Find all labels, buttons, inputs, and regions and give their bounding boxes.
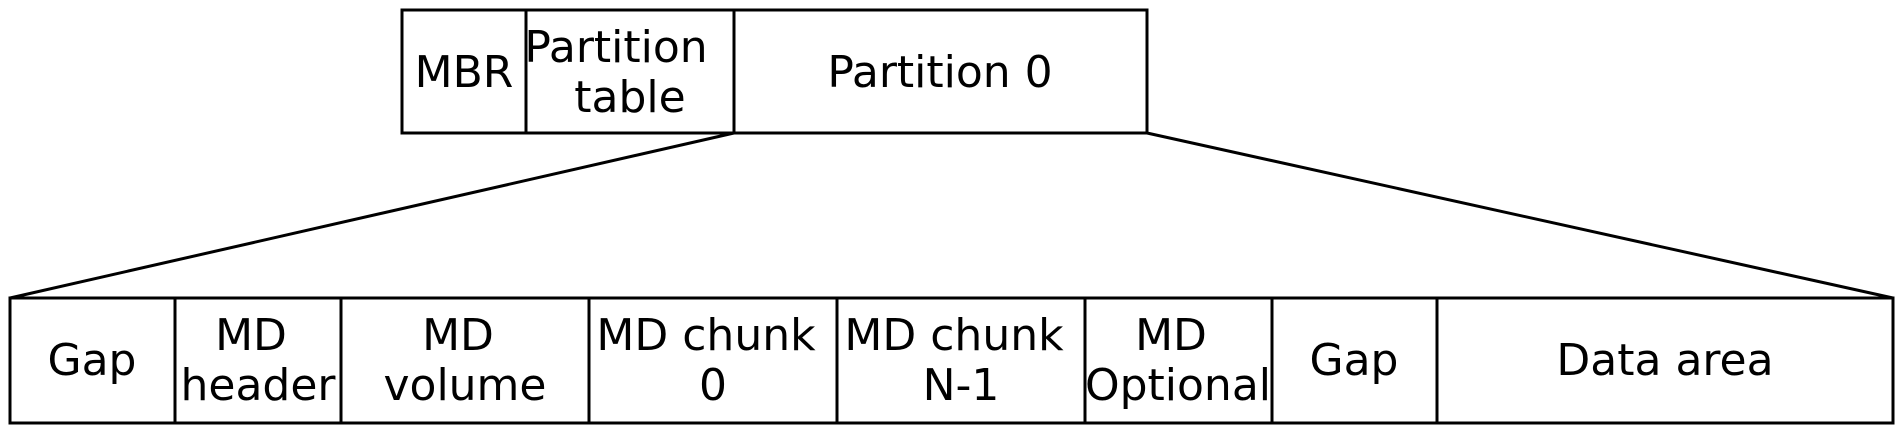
md-chunk-0-label-line1: MD chunk (596, 310, 816, 361)
disk-layout-row: MBR Partition table Partition 0 (400, 8, 1149, 135)
md-chunk-0-cell: MD chunk 0 (596, 310, 829, 411)
md-optional-label-line1: MD (1135, 310, 1207, 361)
md-optional-label-line2: Optional (1085, 360, 1271, 411)
md-chunk-0-label-line2: 0 (699, 360, 727, 411)
gap-start-cell: Gap (48, 335, 137, 386)
gap-start-label: Gap (48, 335, 137, 386)
zoom-connector-right (1146, 131, 1894, 300)
partition-table-cell: Partition table (524, 22, 721, 123)
partition-0-cell: Partition 0 (827, 47, 1052, 98)
data-area-label: Data area (1556, 335, 1773, 386)
zoom-connector-left (9, 131, 735, 300)
partition-table-label-line1: Partition (524, 22, 707, 73)
partition-detail-outline (8, 296, 1895, 425)
mbr-cell: MBR (415, 47, 514, 98)
partition-table-label-line2: table (574, 72, 685, 123)
md-header-cell: MD header (180, 310, 336, 411)
disk-layout-outline (400, 8, 1149, 135)
md-chunk-n-1-label-line2: N-1 (923, 360, 1000, 411)
md-volume-cell: MD volume (383, 310, 546, 411)
partition-detail-row: Gap MD header MD volume MD chunk 0 MD ch… (8, 296, 1895, 425)
md-chunk-n-1-label-line1: MD chunk (844, 310, 1064, 361)
md-optional-cell: MD Optional (1085, 310, 1271, 411)
partition-0-label: Partition 0 (827, 47, 1052, 98)
md-header-label-line2: header (180, 360, 336, 411)
mbr-label: MBR (415, 47, 514, 98)
md-chunk-n-1-cell: MD chunk N-1 (844, 310, 1077, 411)
md-volume-label-line1: MD (422, 310, 494, 361)
data-area-cell: Data area (1556, 335, 1773, 386)
gap-end-label: Gap (1310, 335, 1399, 386)
md-volume-label-line2: volume (383, 360, 546, 411)
gap-end-cell: Gap (1310, 335, 1399, 386)
md-header-label-line1: MD (215, 310, 287, 361)
